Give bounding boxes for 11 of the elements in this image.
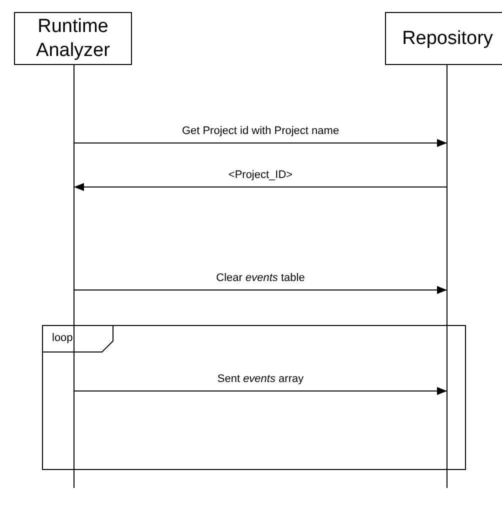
frame-label: loop (52, 332, 73, 344)
edge-label: Clear events table (216, 272, 305, 284)
edge-label: <Project_ID> (228, 169, 293, 181)
participant-box: Repository (385, 12, 502, 65)
message-arrow (74, 286, 448, 294)
message-arrow (74, 387, 448, 395)
message-arrow (74, 139, 448, 147)
message-arrow (74, 183, 448, 191)
participant-box: Runtime Analyzer (14, 12, 132, 65)
edge-label: Sent events array (217, 373, 304, 385)
edge-label: Get Project id with Project name (182, 125, 340, 137)
